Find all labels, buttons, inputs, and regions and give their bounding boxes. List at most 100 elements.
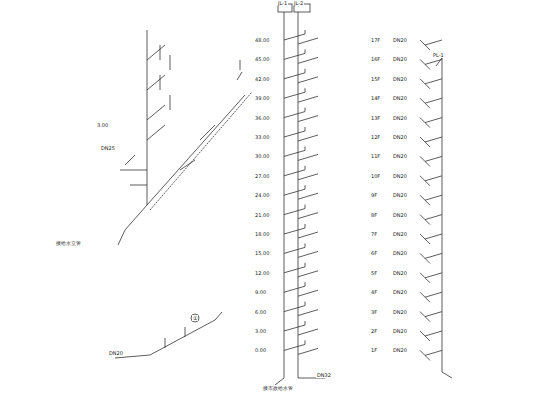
pipe-label: JL-1 [277,0,288,6]
branch-pipe [420,292,425,297]
branch-pipe [284,73,305,79]
branch-pipe [420,156,425,161]
pipe-label: 3.00 [254,328,267,334]
branch-pipe [420,79,425,84]
branch-pipe [420,312,425,317]
pipe-label: DN20 [392,270,408,276]
branch-pipe [298,348,318,354]
branch-pipe [284,209,305,215]
branch-pipe [284,112,305,118]
pipe-label: DN20 [392,153,408,159]
pipe-label: 18.00 [254,231,270,237]
pipe-label: 21.00 [254,212,270,218]
branch-pipe [284,286,305,292]
pipe-label: 16F [370,56,381,62]
branch-pipe [420,59,425,64]
pipe-label: 36.00 [254,115,270,121]
branch-pipe [305,88,306,92]
pipe-label: 6.00 [254,309,267,315]
branch-pipe [284,92,305,98]
pipe-label: DN20 [392,250,408,256]
branch-pipe [425,278,430,283]
branch-pipe [425,253,442,258]
branch-pipe [284,53,305,59]
branch-pipe [425,118,442,123]
branch-pipe [425,336,430,341]
pipe-label: DN20 [108,350,124,356]
branch-pipe [147,45,165,140]
pipe-label: 42.00 [254,76,270,82]
branch-pipe [425,98,442,103]
branch-pipe [180,125,215,170]
branch-pipe [298,77,318,83]
pipe-label: DN20 [392,115,408,121]
branch-pipe [284,170,305,176]
pipe-label: 27.00 [254,173,270,179]
branch-pipe [237,60,242,80]
pipe-label: 30.00 [254,153,270,159]
pipe-label: DN20 [392,328,408,334]
pipe-label: DN20 [392,231,408,237]
middle-system [275,4,325,385]
branch-pipe [305,108,306,112]
branch-pipe [425,234,442,239]
branch-pipe [425,40,442,45]
pipe-label: 4F [370,289,378,295]
branch-pipe [118,205,147,245]
pipe-label: 3F [370,309,378,315]
diagonal-pipe [150,312,222,355]
branch-pipe [305,205,306,209]
pipe-label: 7F [370,231,378,237]
branch-pipe [305,127,306,131]
branch-pipe [298,232,318,238]
branch-pipe [425,239,430,244]
branch-pipe [284,189,305,195]
branch-pipe [305,166,306,170]
branch-pipe [425,312,442,317]
diagonal-pipe [150,92,252,210]
branch-pipe [425,84,430,89]
branch-pipe [420,234,425,239]
branch-pipe [425,103,430,108]
branch-pipe [298,135,318,141]
pipe-label: DN20 [392,56,408,62]
pipe-label: 48.00 [254,37,270,43]
pipe-label: 6F [370,250,378,256]
pipe-label: 17F [370,37,381,43]
branch-pipe [298,290,318,296]
branch-pipe [425,181,430,186]
branch-pipe [425,137,442,142]
branch-pipe [425,156,442,161]
branch-pipe [425,297,430,302]
branch-pipe [305,302,306,306]
branch-pipe [298,193,318,199]
branch-pipe [425,317,430,322]
branch-pipe [298,213,318,219]
branch-pipe [305,69,306,73]
branch-pipe [425,292,442,297]
branch-pipe [298,57,318,63]
branch-pipe [425,123,430,128]
pipe-label: DN20 [392,173,408,179]
branch-pipe [305,282,306,286]
left-system [118,30,252,245]
pipe-label: 15F [370,76,381,82]
branch-pipe [284,267,305,273]
callout-circle [191,314,199,322]
branch-pipe [298,116,318,122]
branch-pipe [115,327,185,358]
branch-pipe [420,331,425,336]
pipe-label: PL-1 [432,52,445,58]
branch-pipe [425,64,430,69]
pipe-label: DN20 [392,212,408,218]
pipe-label: DN20 [392,192,408,198]
branch-pipe [284,34,305,40]
pipe-label: DN20 [392,37,408,43]
branch-pipe [305,185,306,189]
pipe-label: 1F [370,347,378,353]
pipe-label: 12F [370,134,381,140]
bottom-left-system [115,312,222,358]
branch-pipe [425,176,442,181]
branch-pipe [305,30,306,34]
branch-pipe [284,344,305,350]
